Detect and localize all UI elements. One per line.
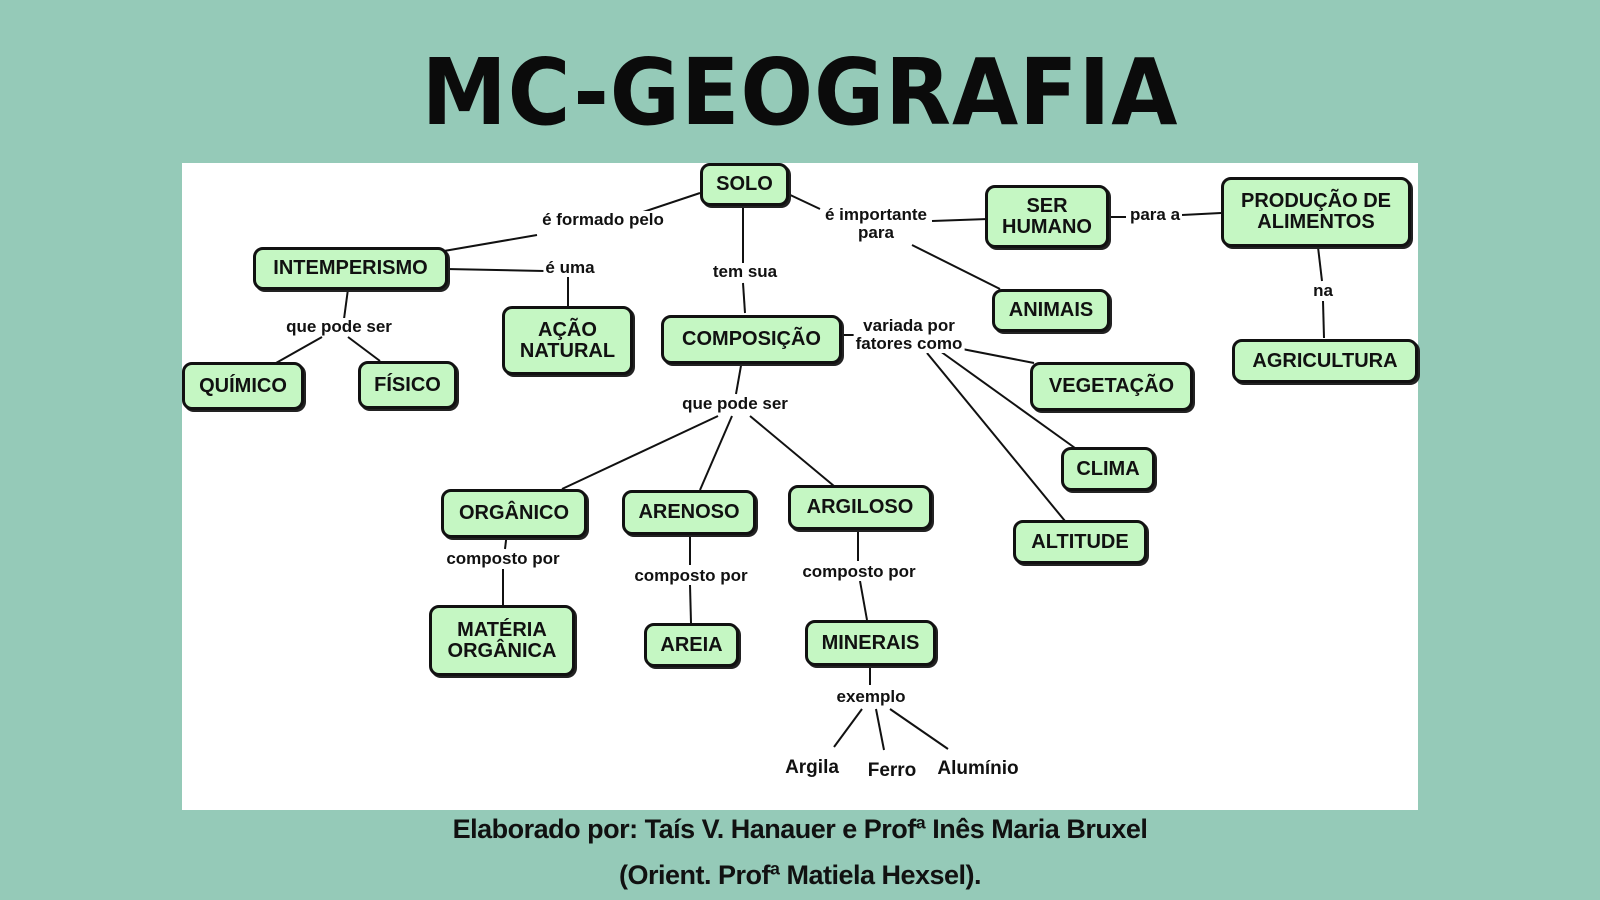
link-que-pode-ser-intemperismo: que pode ser [284,317,394,336]
line-variada-vegetacao [951,346,1035,364]
line-na-agricultura [1322,300,1325,339]
node-fisico: FÍSICO [358,361,457,409]
line-variada-altitude [926,352,1066,522]
link-composto-por-argiloso: composto por [800,562,918,581]
line-producao-na [1317,246,1323,282]
line-exemplo-aluminio [889,708,949,750]
leaf-argila: Argila [785,757,839,778]
node-clima: CLIMA [1061,447,1155,491]
line-quepode-argiloso [749,415,835,487]
node-solo: SOLO [700,163,789,206]
footer-authors: Elaborado por: Taís V. Hanauer e Profª I… [452,814,1148,844]
line-variada-clima [939,350,1076,449]
page-title: MC-GEOGRAFIA [421,39,1179,146]
link-na: na [1311,281,1335,300]
line-quepode-organico [561,415,719,490]
line-composto-minerais [859,580,868,621]
line-composto-areia [689,584,692,624]
node-agricultura: AGRICULTURA [1232,339,1418,383]
concept-map: SOLO INTEMPERISMO QUÍMICO FÍSICO AÇÃO NA… [182,163,1418,810]
line-quepode-arenoso [699,415,733,491]
link-exemplo: exemplo [834,687,908,706]
footer-orientation: (Orient. Profª Matiela Hexsel). [618,860,982,890]
line-intemperismo-euma [445,268,545,272]
line-importante-animais [911,244,1001,290]
leaf-ferro: Ferro [867,760,917,781]
line-temsua-composicao [742,282,746,314]
node-acao-natural: AÇÃO NATURAL [502,306,633,375]
node-organico: ORGÂNICO [441,489,587,538]
line-quepode-quimico [275,336,323,364]
node-quimico: QUÍMICO [182,362,304,410]
link-importante-para: é importante para [822,205,930,242]
connector-lines [275,192,1325,751]
node-composicao: COMPOSIÇÃO [661,315,842,364]
link-variada-por: variada por fatores como [853,316,965,353]
node-argiloso: ARGILOSO [788,485,932,530]
line-formado-intemperismo [443,234,538,252]
link-composto-por-arenoso: composto por [632,566,750,585]
link-formado-pelo: é formado pelo [540,210,666,229]
line-paraa-producao [1181,212,1222,216]
node-arenoso: ARENOSO [622,490,756,535]
link-para-a: para a [1127,205,1183,224]
leaf-aluminio: Alumínio [937,758,1019,779]
link-tem-sua: tem sua [710,262,780,281]
node-vegetacao: VEGETAÇÃO [1030,362,1193,411]
line-quepode-fisico [347,336,381,362]
node-materia-organica: MATÉRIA ORGÂNICA [429,605,575,676]
line-solo-importante [785,192,821,210]
link-e-uma: é uma [543,258,597,277]
node-minerais: MINERAIS [805,620,936,666]
node-altitude: ALTITUDE [1013,520,1147,564]
line-exemplo-ferro [875,708,885,751]
line-exemplo-argila [833,708,863,748]
node-producao-alimentos: PRODUÇÃO DE ALIMENTOS [1221,177,1411,247]
node-intemperismo: INTEMPERISMO [253,247,448,290]
node-areia: AREIA [644,623,739,667]
link-composto-por-organico: composto por [444,549,562,568]
node-animais: ANIMAIS [992,289,1110,332]
line-composicao-quepode [735,359,743,395]
line-intemp-quepode [343,288,349,320]
line-importante-ser [931,218,989,222]
link-que-pode-ser-composicao: que pode ser [680,394,790,413]
node-ser-humano: SER HUMANO [985,185,1109,248]
